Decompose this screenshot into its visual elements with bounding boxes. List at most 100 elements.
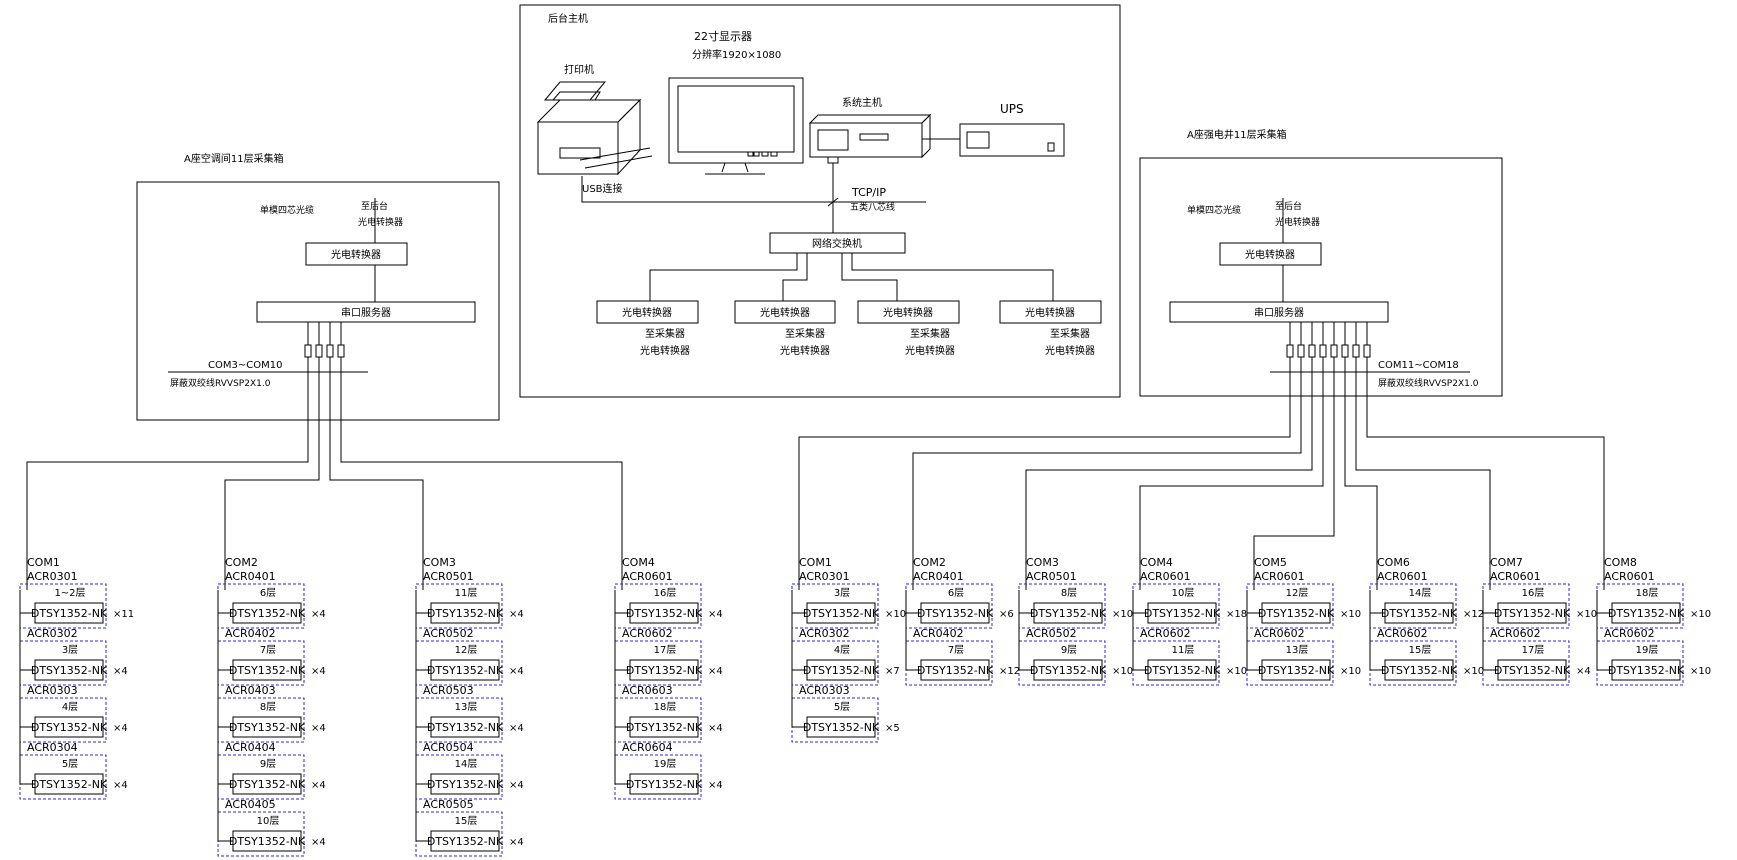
converter-2-note1: 至采集器 (785, 327, 825, 340)
meter-model: DTSY1352-NK (1144, 664, 1221, 677)
meter-box (34, 602, 104, 624)
converter-3-label: 光电转换器 (883, 306, 933, 319)
meter-model: DTSY1352-NK (31, 664, 108, 677)
left-com-group: COM1ACR03011~2层DTSY1352-NK×11ACR03023层DT… (19, 556, 134, 800)
meter-box (920, 602, 990, 624)
host-section: 后台主机 22寸显示器 分辨率1920×1080 打印机 USB连接 (519, 4, 1121, 398)
floor-label: 7层 (948, 644, 964, 656)
meter-quantity: ×6 (999, 609, 1014, 620)
left-cabinet-title: A座空调间11层采集箱 (184, 152, 284, 165)
floor-label: 15层 (455, 815, 478, 827)
floor-label: 9层 (1061, 644, 1077, 656)
meter-model: DTSY1352-NK (1381, 607, 1458, 620)
right-cabinet: A座强电井11层采集箱 单模四芯光缆 至后台 光电转换器 光电转换器 串口服务器… (1139, 128, 1503, 397)
floor-label: 8层 (1061, 587, 1077, 599)
meter-quantity: ×4 (509, 666, 524, 677)
acr-label: ACR0303 (799, 684, 850, 697)
meter-model: DTSY1352-NK (803, 721, 880, 734)
meter-model: DTSY1352-NK (427, 835, 504, 848)
left-com-group: COM3ACR050111层DTSY1352-NK×4ACR050212层DTS… (415, 556, 524, 857)
meter-quantity: ×4 (509, 609, 524, 620)
meter-model: DTSY1352-NK (229, 778, 306, 791)
meter-model: DTSY1352-NK (917, 664, 994, 677)
meter-quantity: ×4 (1576, 666, 1591, 677)
ups-label: UPS (1000, 102, 1024, 116)
meter-box (629, 716, 699, 738)
acr-label: ACR0301 (799, 570, 850, 583)
meter-quantity: ×4 (708, 666, 723, 677)
com-port-label: COM8 (1604, 556, 1637, 569)
com-port-label: COM2 (225, 556, 258, 569)
acr-label: ACR0502 (423, 627, 474, 640)
meter-model: DTSY1352-NK (427, 778, 504, 791)
com-port-label: COM5 (1254, 556, 1287, 569)
host-computer-icon (808, 113, 932, 164)
right-bus-cable: 屏蔽双绞线RVVSP2X1.0 (1378, 377, 1479, 389)
meter-box (430, 602, 500, 624)
left-converter (305, 242, 408, 266)
meter-quantity: ×10 (1226, 666, 1247, 677)
meter-box (34, 716, 104, 738)
com-port-label: COM3 (423, 556, 456, 569)
meter-box (806, 602, 876, 624)
meter-model: DTSY1352-NK (626, 778, 703, 791)
acr-label: ACR0601 (1490, 570, 1541, 583)
left-com-ports (304, 322, 345, 358)
switch-link-1 (649, 253, 798, 301)
meter-model: DTSY1352-NK (427, 607, 504, 620)
left-serial-server (256, 301, 476, 323)
floor-label: 4层 (834, 644, 850, 656)
left-to-back-2: 光电转换器 (358, 216, 403, 228)
meter-box (1147, 602, 1217, 624)
meter-box (232, 602, 302, 624)
switch-link-3 (841, 253, 898, 301)
left-bus-wiring (26, 357, 623, 590)
meter-box (34, 773, 104, 795)
meter-quantity: ×4 (311, 666, 326, 677)
floor-label: 8层 (260, 701, 276, 713)
meter-box (1033, 659, 1103, 681)
ups-icon (959, 123, 1065, 157)
acr-label: ACR0602 (622, 627, 673, 640)
right-com-group: COM1ACR03013层DTSY1352-NK×10ACR03024层DTSY… (791, 556, 906, 743)
switch-link-4 (851, 253, 1054, 301)
meter-model: DTSY1352-NK (1144, 607, 1221, 620)
monitor-label: 22寸显示器 (694, 29, 752, 43)
meter-model: DTSY1352-NK (229, 607, 306, 620)
meter-model: DTSY1352-NK (229, 721, 306, 734)
right-com-group: COM8ACR060118层DTSY1352-NK×10ACR060219层DT… (1596, 556, 1711, 686)
meter-model: DTSY1352-NK (31, 607, 108, 620)
host-section-frame (519, 4, 1121, 398)
acr-label: ACR0602 (1140, 627, 1191, 640)
meter-box (629, 602, 699, 624)
acr-label: ACR0601 (1254, 570, 1305, 583)
converter-4 (999, 300, 1102, 324)
left-com-range: COM3~COM10 (208, 360, 282, 371)
meter-model: DTSY1352-NK (1608, 664, 1685, 677)
meter-box (920, 659, 990, 681)
meter-quantity: ×10 (1576, 609, 1597, 620)
meter-model: DTSY1352-NK (1494, 664, 1571, 677)
meter-quantity: ×10 (1340, 666, 1361, 677)
meter-model: DTSY1352-NK (31, 778, 108, 791)
floor-label: 4层 (62, 701, 78, 713)
converter-3-note2: 光电转换器 (905, 344, 955, 357)
converter-2-label: 光电转换器 (760, 306, 810, 319)
acr-label: ACR0302 (799, 627, 850, 640)
left-fiber-label: 单模四芯光缆 (260, 204, 314, 216)
meter-quantity: ×4 (113, 780, 128, 791)
acr-label: ACR0401 (913, 570, 964, 583)
right-com-group: COM2ACR04016层DTSY1352-NK×6ACR04027层DTSY1… (905, 556, 1020, 686)
meter-box (1384, 659, 1454, 681)
meter-box (806, 716, 876, 738)
